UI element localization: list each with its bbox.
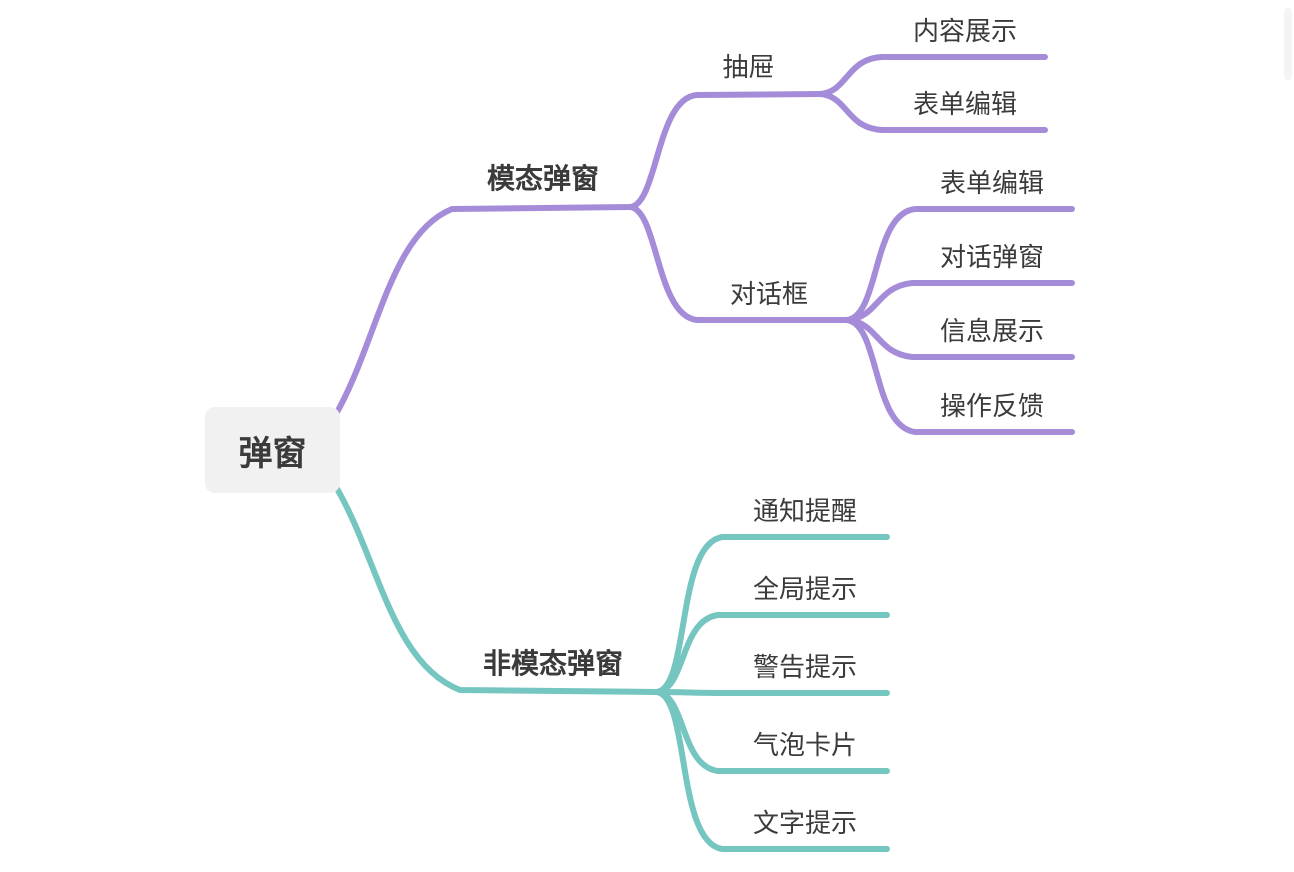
node-modal-popup[interactable]: 模态弹窗 — [486, 163, 599, 194]
node-dialog-popup[interactable]: 对话弹窗 — [940, 242, 1045, 272]
link-root-to-nonmodal — [333, 484, 660, 695]
vertical-scrollbar-thumb[interactable] — [1284, 8, 1292, 80]
node-alert-message[interactable]: 警告提示 — [753, 652, 858, 682]
node-notification[interactable]: 通知提醒 — [753, 496, 858, 526]
node-form-edit-dialog[interactable]: 表单编辑 — [940, 168, 1045, 198]
link-dialog-to-dialog-popup — [844, 280, 1075, 323]
link-drawer-to-form-edit — [817, 91, 1048, 133]
link-modal-to-dialog — [627, 204, 850, 323]
link-modal-to-drawer — [627, 91, 823, 210]
node-nonmodal-popup[interactable]: 非模态弹窗 — [482, 648, 623, 679]
node-tooltip[interactable]: 文字提示 — [753, 808, 858, 838]
node-info-display[interactable]: 信息展示 — [940, 316, 1045, 346]
link-nonmodal-to-tooltip — [654, 689, 890, 852]
link-dialog-to-action-feedback — [844, 317, 1075, 435]
link-root-to-modal — [333, 204, 633, 417]
node-form-edit-drawer[interactable]: 表单编辑 — [913, 89, 1018, 119]
link-drawer-to-content-display — [817, 54, 1048, 97]
link-dialog-to-form-edit — [844, 206, 1075, 323]
node-popover-card[interactable]: 气泡卡片 — [753, 730, 858, 760]
node-dialog[interactable]: 对话框 — [729, 279, 808, 309]
node-action-feedback[interactable]: 操作反馈 — [940, 391, 1045, 421]
link-nonmodal-to-global-message — [654, 612, 890, 695]
node-content-display[interactable]: 内容展示 — [913, 16, 1018, 46]
link-nonmodal-to-alert — [654, 689, 890, 696]
node-global-message[interactable]: 全局提示 — [753, 574, 858, 604]
node-drawer[interactable]: 抽屉 — [722, 52, 775, 82]
root-node-popup[interactable]: 弹窗 — [205, 407, 340, 493]
